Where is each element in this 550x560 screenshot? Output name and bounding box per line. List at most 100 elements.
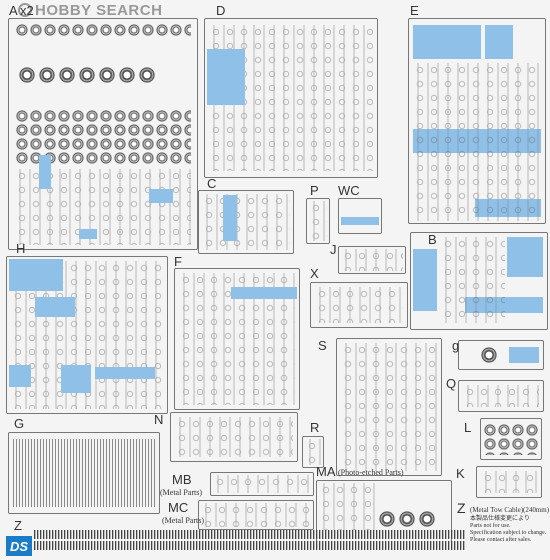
sprue-b-highlight bbox=[507, 237, 543, 277]
hobby-search-watermark: HOBBY SEARCH bbox=[18, 1, 163, 19]
tow-cable-note: (Metal Tow Cable)(240mm) bbox=[470, 506, 550, 514]
sprue-h-highlight bbox=[35, 297, 75, 317]
sprue-h bbox=[6, 256, 168, 414]
sprue-a bbox=[8, 18, 198, 250]
sprue-f-highlight bbox=[231, 287, 297, 299]
sprue-r-label: R bbox=[310, 420, 320, 435]
sprue-c-highlight bbox=[223, 195, 237, 241]
notice-line-4: Please contact after sales. bbox=[470, 537, 532, 543]
sprue-p bbox=[306, 198, 330, 244]
sprue-x-parts bbox=[315, 287, 403, 323]
sprue-x bbox=[310, 282, 408, 328]
sprue-r bbox=[302, 436, 324, 468]
watermark-text: HOBBY SEARCH bbox=[35, 1, 163, 19]
photo-etched-ma bbox=[316, 480, 452, 542]
sprue-g-upper-tracks bbox=[13, 439, 155, 507]
sprue-h-highlight bbox=[95, 367, 155, 379]
sprue-d-label: D bbox=[216, 3, 226, 18]
metal-mc-note: (Metal Parts) bbox=[162, 516, 204, 525]
sprue-wc-label: WC bbox=[338, 183, 360, 198]
ds-brand-logo: DS bbox=[6, 536, 32, 556]
sprue-q-parts bbox=[463, 385, 539, 407]
sprue-a-highlight bbox=[79, 229, 97, 239]
sprue-g-lower-parts bbox=[479, 345, 499, 365]
photo-etched-ma-parts bbox=[319, 483, 375, 537]
sprue-h-label: H bbox=[16, 241, 26, 256]
metal-parts-mb bbox=[210, 472, 314, 496]
sprue-h-highlight bbox=[9, 259, 63, 291]
sprue-j bbox=[338, 246, 406, 274]
sprue-e-label: E bbox=[410, 3, 419, 18]
sprue-s bbox=[336, 338, 442, 476]
notice-line-3: Specification subject to change. bbox=[470, 530, 547, 536]
sprue-s-parts bbox=[341, 343, 437, 471]
sprue-s-label: S bbox=[318, 338, 327, 353]
sprue-p-parts bbox=[309, 201, 327, 241]
sprue-l-wheels bbox=[483, 423, 539, 455]
metal-track-strip bbox=[34, 530, 466, 539]
sprue-d bbox=[204, 18, 378, 178]
sprue-b-parts bbox=[441, 237, 505, 323]
sprue-z-label: Z bbox=[14, 518, 22, 533]
metal-mb-label: MB bbox=[172, 472, 192, 487]
sprue-j-parts bbox=[341, 249, 403, 271]
sprue-q-label: Q bbox=[446, 376, 457, 391]
metal-mc-label: MC bbox=[168, 500, 189, 515]
sprue-b-highlight bbox=[413, 249, 437, 311]
sprue-k-label: K bbox=[456, 466, 465, 481]
sprue-a-top-parts bbox=[15, 23, 191, 37]
magnifier-logo-icon bbox=[18, 3, 32, 17]
sprue-g-upper bbox=[8, 432, 160, 514]
sprue-z2-label: Z bbox=[457, 500, 466, 516]
sprue-l-label: L bbox=[464, 420, 472, 435]
sprue-a-sprockets bbox=[17, 65, 157, 85]
sprue-a-label: A bbox=[9, 3, 18, 18]
sprue-r-parts bbox=[305, 439, 321, 465]
sprue-h-highlight bbox=[61, 365, 91, 393]
sprue-j-label: J bbox=[330, 242, 337, 257]
sprue-n bbox=[170, 412, 298, 462]
sprue-g-lower bbox=[458, 340, 544, 370]
metal-track-strip bbox=[34, 541, 466, 550]
sprue-g-lower-highlight bbox=[509, 347, 539, 363]
photo-etched-ma-label: MA bbox=[316, 464, 336, 479]
sprue-g-upper-label: G bbox=[14, 416, 25, 431]
sprue-c bbox=[198, 190, 294, 254]
sprue-g-lower-label: g bbox=[452, 338, 460, 353]
sprue-b-label: B bbox=[428, 232, 437, 247]
sprue-e-highlight bbox=[485, 25, 513, 59]
sprue-b bbox=[410, 232, 548, 330]
sprue-a-highlight bbox=[39, 155, 51, 189]
sprue-f bbox=[174, 268, 300, 410]
sprue-f-label: F bbox=[174, 254, 182, 269]
sprue-q bbox=[458, 380, 544, 412]
photo-etched-ma-note: (Photo-etched Parts) bbox=[338, 468, 404, 477]
sprue-a-highlight bbox=[149, 189, 173, 203]
metal-parts-mc bbox=[198, 500, 314, 530]
sprue-d-highlight bbox=[207, 49, 245, 105]
metal-parts-mb-items bbox=[213, 475, 311, 493]
notice-line-2: Parts not for use. bbox=[470, 523, 511, 529]
sprue-wc-highlight bbox=[341, 217, 379, 225]
sprue-n-label: N bbox=[154, 412, 164, 427]
sprue-c-parts bbox=[202, 194, 290, 250]
sprue-e-highlight bbox=[413, 25, 481, 59]
sprue-e-parts bbox=[413, 63, 541, 221]
sprue-n-parts bbox=[175, 417, 293, 457]
sprue-l bbox=[480, 418, 542, 460]
metal-mb-note: (Metal Parts) bbox=[160, 488, 202, 497]
sprue-c-label: C bbox=[207, 176, 217, 191]
metal-parts-mc-items bbox=[201, 503, 311, 527]
sprue-p-label: P bbox=[310, 183, 319, 198]
sprue-h-highlight bbox=[9, 365, 31, 387]
sprue-x-label: X bbox=[310, 266, 319, 281]
notice-block: 本製品仕様変更により Parts not for use. Specificat… bbox=[470, 516, 548, 544]
sprue-k bbox=[476, 466, 542, 498]
sprue-wc bbox=[338, 198, 382, 234]
photo-etched-ma-discs bbox=[377, 509, 437, 529]
notice-line-1: 本製品仕様変更により bbox=[470, 516, 530, 522]
sprue-k-parts bbox=[481, 471, 537, 493]
sprue-e bbox=[408, 18, 546, 224]
sprue-a-quantity: x2 bbox=[20, 3, 34, 18]
